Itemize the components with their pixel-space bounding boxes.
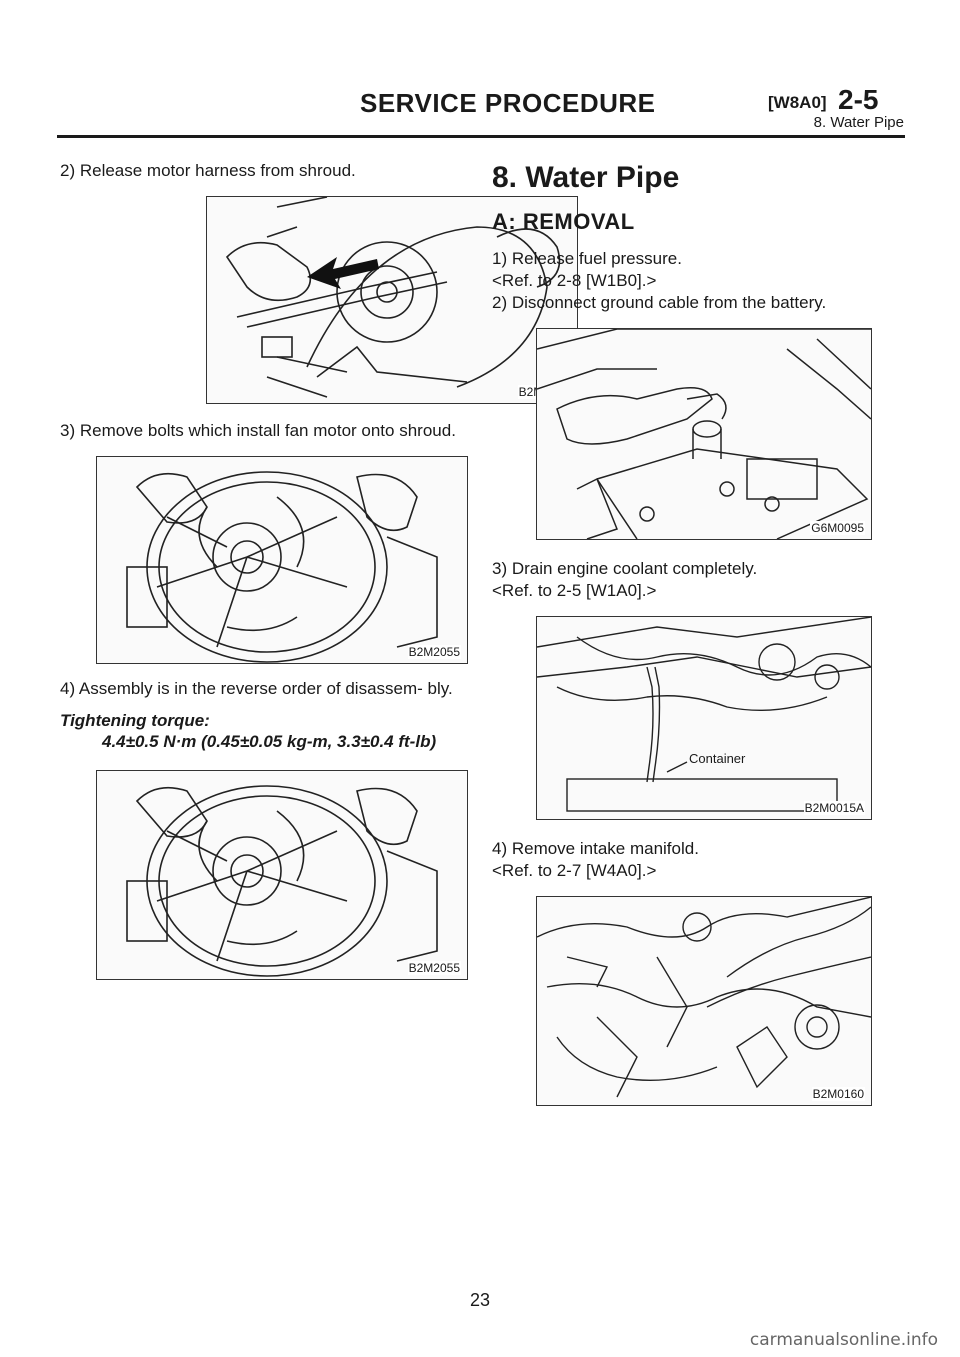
header-subsection: 8. Water Pipe bbox=[813, 114, 904, 131]
left-step-2: 2) Release motor harness from shroud. bbox=[60, 161, 356, 180]
figure-code: G6M0095 bbox=[810, 521, 865, 535]
fan-bolts-illustration bbox=[126, 471, 438, 663]
left-column: 2) Release motor harness from shroud. B2… bbox=[60, 160, 578, 980]
figure-fan-assembly: B2M2055 bbox=[96, 770, 468, 980]
right-column: 8. Water Pipe A: REMOVAL 1) Release fuel… bbox=[492, 160, 904, 1106]
sub-title: A: REMOVAL bbox=[492, 209, 635, 234]
header-rule bbox=[57, 135, 905, 138]
right-step-1a: 1) Release fuel pressure. bbox=[492, 249, 682, 268]
right-step-3b: <Ref. to 2-5 [W1A0].> bbox=[492, 581, 657, 600]
torque-value: 4.4±0.5 N·m (0.45±0.05 kg-m, 3.3±0.4 ft-… bbox=[102, 732, 437, 751]
container-label: Container bbox=[689, 751, 746, 766]
figure-code: B2M2055 bbox=[407, 645, 461, 659]
right-step-2: 2) Disconnect ground cable from the batt… bbox=[492, 293, 827, 312]
section-title: 8. Water Pipe bbox=[492, 161, 680, 194]
figure-coolant-drain: Container B2M0015A bbox=[536, 616, 872, 820]
right-step-4a: 4) Remove intake manifold. bbox=[492, 839, 699, 858]
intake-manifold-illustration bbox=[537, 897, 871, 1098]
figure-intake-manifold: B2M0160 bbox=[536, 896, 872, 1106]
fan-harness-illustration bbox=[225, 197, 561, 398]
fan-assembly-illustration bbox=[126, 785, 438, 977]
figure-code: B2M2055 bbox=[407, 961, 461, 975]
battery-illustration bbox=[537, 329, 871, 539]
left-step-4: 4) Assembly is in the reverse order of d… bbox=[60, 679, 453, 698]
figure-code: B2M0015A bbox=[803, 801, 865, 815]
torque-label: Tightening torque: bbox=[60, 711, 210, 730]
figure-fan-bolts: B2M2055 bbox=[96, 456, 468, 664]
header-title: SERVICE PROCEDURE bbox=[360, 88, 656, 118]
figure-battery: G6M0095 bbox=[536, 328, 872, 540]
header-code: [W8A0] bbox=[768, 93, 827, 112]
watermark: carmanualsonline.info bbox=[749, 1330, 938, 1350]
figure-code: B2M0160 bbox=[811, 1087, 865, 1101]
right-step-3a: 3) Drain engine coolant completely. bbox=[492, 559, 758, 578]
right-step-1b: <Ref. to 2-8 [W1B0].> bbox=[492, 271, 657, 290]
page-number: 23 bbox=[469, 1290, 491, 1310]
coolant-drain-illustration bbox=[537, 617, 871, 812]
header-section: 2-5 bbox=[838, 84, 879, 115]
left-step-3: 3) Remove bolts which install fan motor … bbox=[60, 421, 456, 440]
right-step-4b: <Ref. to 2-7 [W4A0].> bbox=[492, 861, 657, 880]
